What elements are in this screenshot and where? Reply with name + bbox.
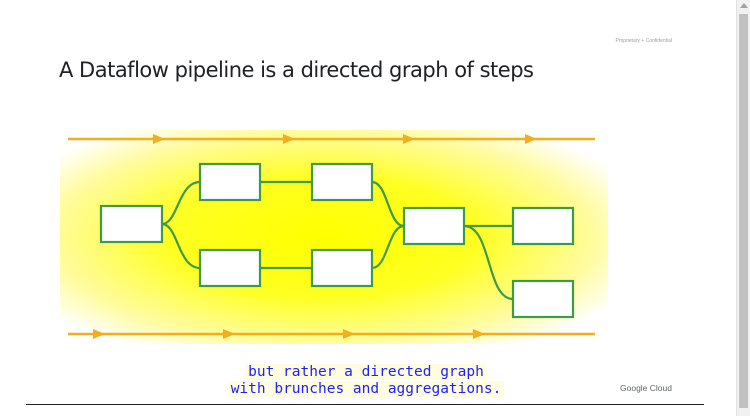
arrow-head-icon xyxy=(343,329,355,339)
edge-source-to-top xyxy=(161,180,201,226)
node-output-top xyxy=(511,206,575,246)
scrollbar-thumb[interactable] xyxy=(739,14,748,408)
caption-line-2: with brunches and aggregations. xyxy=(227,381,505,397)
bottom-arrow-line xyxy=(68,329,595,339)
google-cloud-logo: Google Cloud xyxy=(620,383,672,393)
arrow-head-icon xyxy=(93,329,105,339)
arrow-head-icon xyxy=(525,134,537,144)
edge-bottom-2-to-merge xyxy=(371,224,405,270)
edge-merge-to-output-bottom xyxy=(463,224,514,301)
node-output-bottom xyxy=(511,279,575,319)
node-branch-top-1 xyxy=(198,162,262,202)
arrow-head-icon xyxy=(403,134,415,144)
arrow-head-icon xyxy=(153,134,165,144)
pipeline-nodes xyxy=(99,162,575,319)
pipeline-edges xyxy=(161,180,514,301)
arrow-head-icon xyxy=(283,134,295,144)
scroll-up-icon[interactable] xyxy=(740,3,748,8)
bottom-divider xyxy=(26,404,704,405)
confidential-label: Proprietary + Confidential xyxy=(615,38,672,44)
node-branch-bottom-1 xyxy=(198,248,262,288)
node-source xyxy=(99,204,164,244)
slide-title: A Dataflow pipeline is a directed graph … xyxy=(59,58,534,82)
node-merge xyxy=(402,206,466,246)
top-arrow-line xyxy=(68,134,595,144)
pipeline-diagram xyxy=(60,130,608,344)
node-branch-top-2 xyxy=(310,162,374,202)
node-branch-bottom-2 xyxy=(310,248,374,288)
caption-line-1: but rather a directed graph xyxy=(245,364,487,380)
arrow-head-icon xyxy=(473,329,485,339)
vertical-scrollbar[interactable] xyxy=(736,0,750,416)
edge-top-2-to-merge xyxy=(371,180,405,228)
subtitle-caption: but rather a directed graph with brunche… xyxy=(204,364,528,398)
edge-source-to-bottom xyxy=(161,222,201,270)
arrow-head-icon xyxy=(223,329,235,339)
